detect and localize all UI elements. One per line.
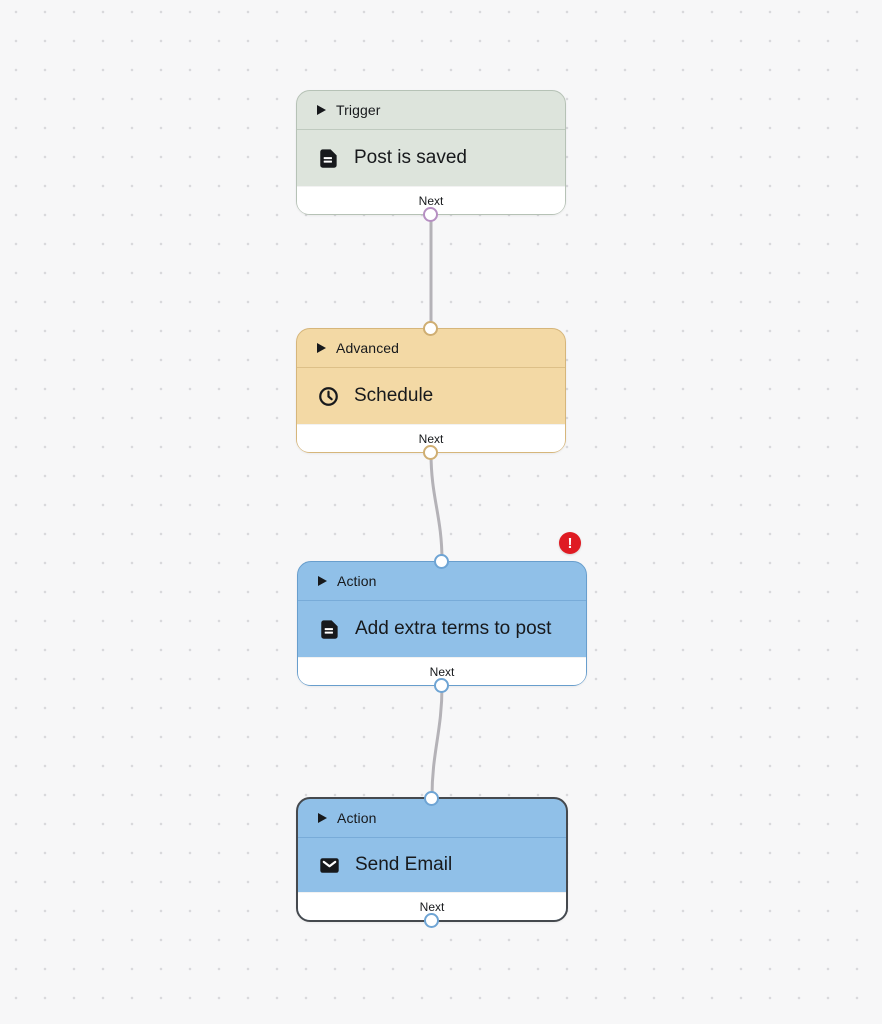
document-icon	[317, 147, 340, 170]
collapse-triangle-icon	[318, 576, 327, 586]
node-title: Add extra terms to post	[355, 618, 552, 639]
node-footer: Next	[297, 186, 565, 214]
node-category-label: Trigger	[336, 102, 381, 118]
node-header[interactable]: Action	[298, 799, 566, 838]
input-port[interactable]	[424, 791, 439, 806]
collapse-triangle-icon	[317, 343, 326, 353]
node-title: Schedule	[354, 385, 434, 406]
node-category-label: Action	[337, 573, 377, 589]
node-header[interactable]: Trigger	[297, 91, 565, 130]
node-header[interactable]: Advanced	[297, 329, 565, 368]
next-label: Next	[418, 193, 444, 208]
error-badge[interactable]: !	[559, 532, 581, 554]
node-category-label: Advanced	[336, 340, 400, 356]
workflow-node-action-send-email[interactable]: Action Send Email Next	[296, 791, 568, 928]
node-body: Schedule	[297, 368, 565, 424]
workflow-node-trigger[interactable]: Trigger Post is saved Next	[296, 90, 566, 222]
input-port[interactable]	[423, 321, 438, 336]
node-body: Post is saved	[297, 130, 565, 186]
node-header[interactable]: Action	[298, 562, 586, 601]
next-label: Next	[418, 431, 444, 446]
connection-line	[429, 451, 444, 563]
output-port[interactable]	[423, 207, 438, 222]
collapse-triangle-icon	[317, 105, 326, 115]
node-category-label: Action	[337, 810, 377, 826]
workflow-node-action-add-terms[interactable]: Action Add extra terms to post Next	[297, 554, 587, 693]
output-port[interactable]	[424, 913, 439, 928]
node-body: Add extra terms to post	[298, 601, 586, 657]
clock-icon	[317, 385, 340, 408]
output-port[interactable]	[434, 678, 449, 693]
node-body: Send Email	[298, 838, 566, 892]
collapse-triangle-icon	[318, 813, 327, 823]
document-icon	[318, 618, 341, 641]
connection-line	[430, 684, 444, 799]
workflow-node-advanced[interactable]: Advanced Schedule Next	[296, 321, 566, 460]
node-title: Post is saved	[354, 147, 467, 168]
node-title: Send Email	[355, 854, 453, 875]
email-icon	[318, 854, 341, 877]
output-port[interactable]	[423, 445, 438, 460]
input-port[interactable]	[434, 554, 449, 569]
next-label: Next	[419, 899, 445, 914]
next-label: Next	[429, 664, 455, 679]
